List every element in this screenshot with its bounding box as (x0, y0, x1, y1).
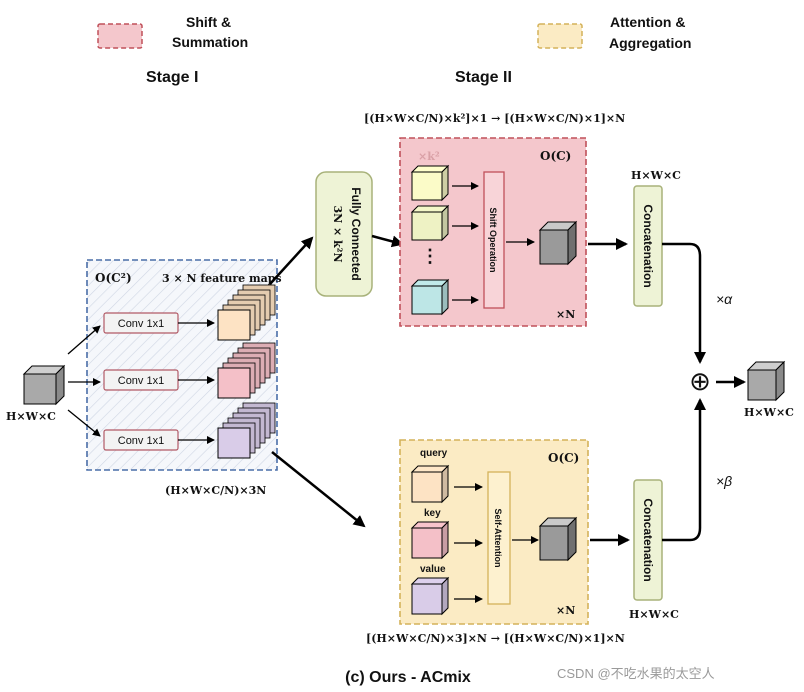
self-attention-box (487, 471, 511, 605)
feature-map-front (217, 427, 251, 459)
key-label: key (424, 508, 441, 519)
stage-1-title: Stage I (146, 69, 198, 86)
value-label: value (420, 564, 446, 575)
attention-repeat-label: ×N (556, 604, 575, 617)
legend-shift-swatch (97, 23, 143, 49)
shift-cube-2 (410, 204, 450, 242)
stage1-to-attention-arrow (271, 451, 366, 528)
fully-connected-box (315, 171, 373, 297)
attention-output-cube (538, 516, 578, 562)
conv-1x1-3: Conv 1x1 (103, 429, 179, 451)
shift-ellipsis: ⋮ (421, 246, 439, 266)
concat-top-box (633, 185, 663, 307)
concat-top-label: Concatenation (641, 204, 655, 287)
feature-map-stack-3 (217, 402, 276, 459)
output-cube (746, 360, 786, 402)
concat-top-to-merge-path (662, 242, 706, 364)
shift-cube-1 (410, 164, 450, 202)
legend-attention-line1: Attention & (610, 14, 685, 30)
conv-1x1-1: Conv 1x1 (103, 312, 179, 334)
stage1-output-dims: (H×W×C/N)×3N (165, 484, 266, 497)
legend-attention-swatch (537, 23, 583, 49)
shift-operation-label: Shift Operation (488, 208, 498, 273)
concat-bottom-label: Concatenation (641, 498, 655, 581)
legend-shift-line2: Summation (172, 34, 248, 50)
shift-top-dims: [(H×W×C/N)×k²]×1 → [(H×W×C/N)×1]×N (364, 112, 625, 125)
shift-k2-label: ×k² (418, 150, 440, 163)
stage1-complexity: O(C²) (95, 271, 132, 285)
alpha-label: ×α (716, 291, 733, 307)
stage-2-title: Stage II (455, 69, 512, 86)
query-cube (410, 464, 450, 504)
shift-output-cube (538, 220, 578, 266)
self-attention-label: Self-Attention (493, 509, 503, 568)
feature-map-stack-1 (217, 284, 276, 341)
concat-bottom-dims: H×W×C (629, 608, 679, 621)
conv-2-label: Conv 1x1 (118, 375, 164, 387)
feature-map-front (217, 367, 251, 399)
attention-bottom-dims: [(H×W×C/N)×3]×N → [(H×W×C/N)×1]×N (366, 632, 625, 645)
legend-shift-line1: Shift & (186, 14, 231, 30)
conv-1x1-2: Conv 1x1 (103, 369, 179, 391)
sum-icon: ⊕ (689, 366, 711, 396)
input-to-conv3-arrow (67, 409, 101, 437)
fc-to-shift-arrow (371, 234, 404, 248)
query-label: query (420, 448, 448, 459)
watermark: CSDN @不吃水果的太空人 (557, 666, 715, 681)
fully-connected-title: Fully Connected (349, 187, 363, 280)
stage1-to-fc-arrow (269, 236, 314, 285)
input-to-conv1-arrow (67, 325, 101, 355)
input-dims: H×W×C (6, 410, 56, 423)
conv-3-label: Conv 1x1 (118, 435, 164, 447)
value-cube (410, 576, 450, 616)
feature-map-front (217, 309, 251, 341)
output-dims: H×W×C (744, 406, 794, 419)
concat-top-dims: H×W×C (631, 169, 681, 182)
attention-input-cubes (410, 464, 483, 616)
conv-1-label: Conv 1x1 (118, 318, 164, 330)
beta-label: ×β (716, 473, 732, 489)
shift-input-cubes (410, 164, 479, 316)
attention-complexity: O(C) (548, 451, 579, 465)
figure-caption: (c) Ours - ACmix (345, 669, 471, 686)
feature-map-stack-2 (217, 342, 276, 399)
feature-maps-label: 3 × N feature maps (162, 272, 282, 285)
fully-connected-dims: 3N × k²N (331, 205, 344, 262)
shift-cube-3 (410, 278, 450, 316)
concat-bottom-to-merge-path (662, 398, 706, 542)
shift-repeat-label: ×N (556, 308, 575, 321)
key-cube (410, 520, 450, 560)
shift-operation-box (483, 171, 505, 309)
legend-attention-line2: Aggregation (609, 35, 691, 51)
input-cube (22, 364, 66, 406)
shift-complexity: O(C) (540, 149, 571, 163)
